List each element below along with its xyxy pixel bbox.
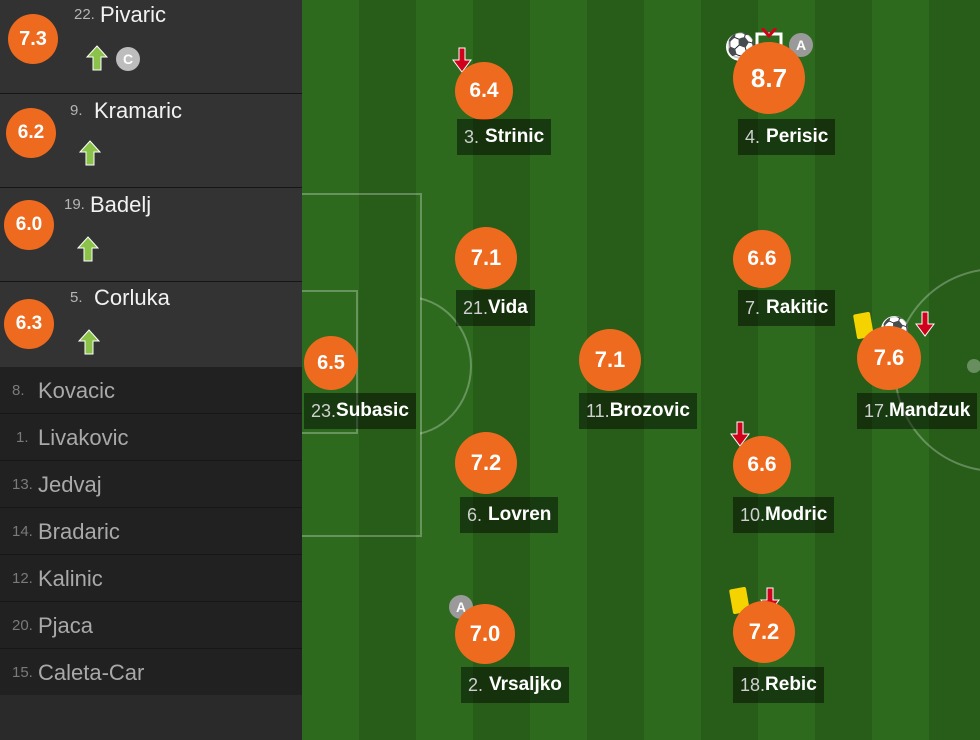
player-number: 9. [70, 102, 83, 119]
player-number: 1. [16, 429, 29, 446]
player-name: Pivaric [100, 2, 167, 27]
bench-player-row[interactable]: 13. Jedvaj [0, 461, 302, 508]
bench-player-row[interactable]: 20. Pjaca [0, 602, 302, 649]
sub-on-arrow-icon [86, 45, 108, 71]
player-name: Mandzuk [889, 400, 971, 421]
player-name: Caleta-Car [38, 660, 145, 685]
player-number: 7. [745, 297, 761, 318]
player-name: Corluka [94, 285, 170, 310]
player-name-label[interactable]: 23.Subasic [304, 393, 416, 429]
sub-on-arrow-icon [77, 236, 99, 262]
player-number: 21. [463, 297, 489, 318]
player-name: Kovacic [38, 378, 116, 403]
player-name: Brozovic [609, 400, 690, 421]
player-name-label[interactable]: 2.Vrsaljko [461, 667, 569, 703]
sub-player-row[interactable]: 7.3 22. Pivaric C [0, 0, 302, 94]
player-name-label[interactable]: 17.Mandzuk [857, 393, 978, 429]
player-name: Modric [765, 504, 828, 525]
player-name: Strinic [485, 126, 545, 147]
substitutes-panel: 7.3 22. Pivaric C 6.2 9. Kramaric 6.0 19… [0, 0, 302, 740]
player-name: Livakovic [38, 425, 129, 450]
sub-on-arrow-icon [79, 140, 101, 166]
player-number: 14. [12, 523, 33, 540]
player-rating: 6.3 [4, 299, 54, 349]
player-rating: 7.3 [8, 14, 58, 64]
player-name: Vida [488, 297, 528, 318]
player-rating[interactable]: 7.1 [455, 227, 517, 289]
player-number: 8. [12, 382, 25, 399]
player-rating[interactable]: 7.2 [733, 601, 795, 663]
player-name: Vrsaljko [489, 674, 562, 695]
player-number: 17. [864, 400, 890, 421]
bench-player-row[interactable]: 1. Livakovic [0, 414, 302, 461]
sub-off-arrow-icon [452, 47, 472, 73]
player-name: Rakitic [766, 297, 829, 318]
player-rating[interactable]: 7.6 [857, 326, 921, 390]
player-name: Perisic [766, 126, 829, 147]
player-name: Kramaric [94, 98, 183, 123]
player-name: Subasic [336, 400, 409, 421]
player-number: 3. [464, 126, 480, 147]
bench-player-row[interactable]: 12. Kalinic [0, 555, 302, 602]
pitch: 6.5 23.Subasic 6.4 3.Strinic 7.1 21.Vida… [302, 0, 980, 740]
player-number: 18. [740, 674, 766, 695]
bench-player-row[interactable]: 15. Caleta-Car [0, 649, 302, 696]
player-name-label[interactable]: 10.Modric [733, 497, 835, 533]
player-rating[interactable]: 6.4 [455, 62, 513, 120]
player-name: Rebic [765, 674, 817, 695]
player-number: 23. [311, 400, 337, 421]
sub-player-row[interactable]: 6.2 9. Kramaric [0, 94, 302, 188]
player-number: 11. [586, 400, 610, 421]
player-number: 5. [70, 289, 83, 306]
sub-player-row[interactable]: 6.3 5. Corluka [0, 282, 302, 376]
bench-player-row[interactable]: 8. Kovacic [0, 367, 302, 414]
player-name: Bradaric [38, 519, 120, 544]
player-number: 6. [467, 504, 483, 525]
player-name: Jedvaj [38, 472, 102, 497]
player-number: 20. [12, 617, 33, 634]
sidebar-footer [0, 695, 302, 740]
player-name: Badelj [90, 192, 152, 217]
player-name-label[interactable]: 6.Lovren [460, 497, 559, 533]
player-rating[interactable]: 6.6 [733, 436, 791, 494]
player-rating[interactable]: 7.2 [455, 432, 517, 494]
sub-on-arrow-icon [78, 329, 100, 355]
player-rating[interactable]: 7.0 [455, 604, 515, 664]
player-name-label[interactable]: 11.Brozovic [579, 393, 697, 429]
sub-off-arrow-icon [915, 311, 935, 337]
center-spot [967, 359, 980, 373]
player-rating[interactable]: 6.5 [304, 336, 358, 390]
player-rating[interactable]: 6.6 [733, 230, 791, 288]
player-name-label[interactable]: 21.Vida [456, 290, 535, 326]
player-number: 10. [740, 504, 766, 525]
sub-off-arrow-icon [730, 421, 750, 447]
player-number: 2. [468, 674, 484, 695]
player-rating[interactable]: 8.7 [733, 42, 805, 114]
player-rating: 6.2 [6, 108, 56, 158]
player-rating[interactable]: 7.1 [579, 329, 641, 391]
player-name: Pjaca [38, 613, 94, 638]
player-number: 15. [12, 664, 33, 681]
player-number: 22. [74, 6, 95, 23]
player-rating: 6.0 [4, 200, 54, 250]
player-name-label[interactable]: 3.Strinic [457, 119, 552, 155]
player-number: 12. [12, 570, 33, 587]
player-name: Lovren [488, 504, 552, 525]
captain-badge-icon: C [116, 47, 140, 71]
player-name-label[interactable]: 7.Rakitic [738, 290, 836, 326]
player-name-label[interactable]: 4.Perisic [738, 119, 836, 155]
sub-player-row[interactable]: 6.0 19. Badelj [0, 188, 302, 282]
player-number: 19. [64, 196, 85, 213]
player-number: 4. [745, 126, 761, 147]
bench-player-row[interactable]: 14. Bradaric [0, 508, 302, 555]
player-number: 13. [12, 476, 33, 493]
player-name: Kalinic [38, 566, 103, 591]
player-name-label[interactable]: 18.Rebic [733, 667, 824, 703]
